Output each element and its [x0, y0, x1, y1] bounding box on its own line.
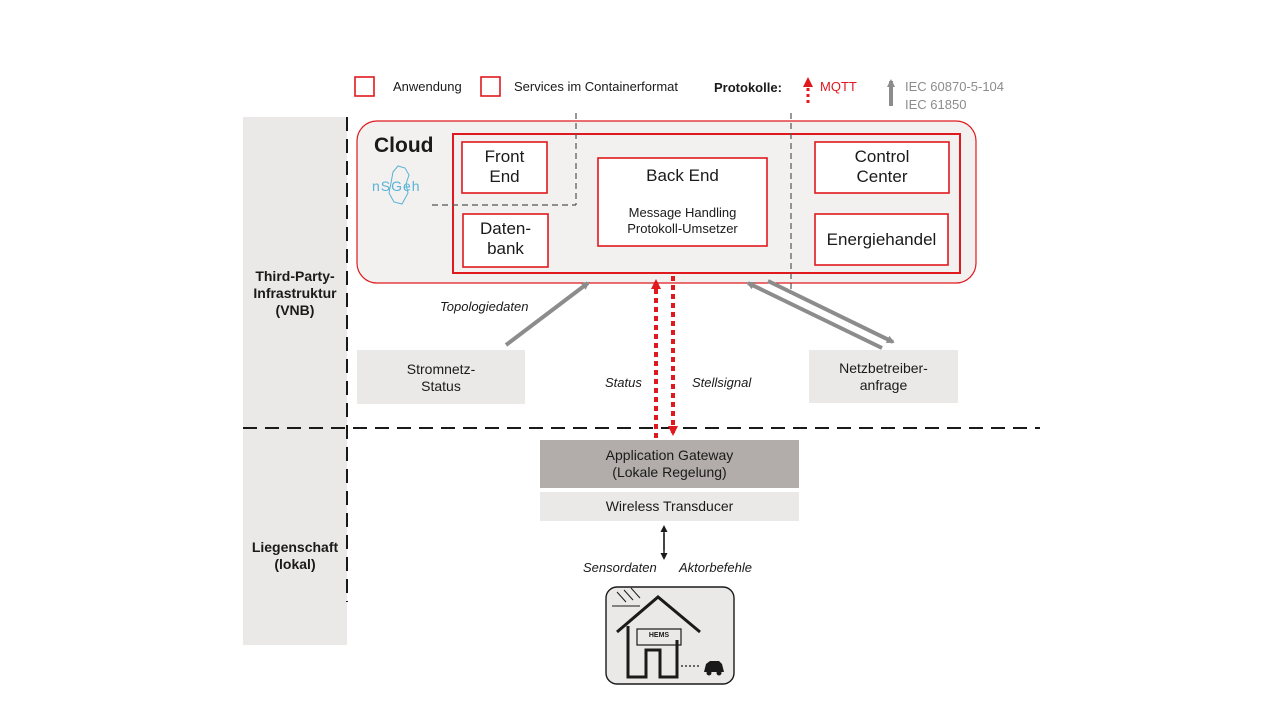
front-end-label: Front End — [484, 147, 525, 187]
back-end-box — [597, 157, 768, 247]
topology-arrow — [504, 281, 590, 347]
energy-trading-label: Energiehandel — [826, 230, 937, 249]
transducer-box — [540, 492, 799, 521]
control-center-box — [814, 141, 950, 194]
front-end-box — [461, 141, 548, 194]
gateway-box — [540, 440, 799, 488]
sidebar-third-party-label: Third-Party- Infrastruktur (VNB) — [253, 268, 337, 318]
operator-request-box — [809, 350, 958, 403]
operator-request-arrow-up — [746, 281, 883, 350]
topology-label: Topologiedaten — [440, 299, 529, 314]
house-icon — [605, 586, 735, 685]
services-container — [452, 133, 961, 274]
grid-status-box — [357, 350, 525, 404]
operator-request-label: Netzbetreiber- anfrage — [839, 360, 928, 393]
legend-iec-label-2: IEC 61850 — [905, 97, 967, 112]
energy-trading-box — [814, 213, 949, 266]
gateway-label: Application Gateway (Lokale Regelung) — [605, 447, 734, 480]
legend-protocols-title: Protokolle: — [714, 80, 782, 95]
grid-status-label: Stromnetz- Status — [406, 361, 476, 394]
cloud-title: Cloud — [374, 134, 434, 157]
nsgeh-logo: nSGeh — [372, 178, 421, 194]
sidebar-band — [243, 117, 347, 645]
database-label: Daten- bank — [479, 219, 532, 259]
nsgeh-logo-graphic — [388, 165, 410, 205]
sidebar-property-label: Liegenschaft (lokal) — [251, 539, 339, 572]
legend-mqtt-label: MQTT — [820, 79, 857, 94]
transducer-label: Wireless Transducer — [605, 498, 734, 514]
control-signal-label: Stellsignal — [692, 375, 752, 390]
control-center-label: Control Center — [854, 147, 910, 187]
legend-services-label: Services im Containerformat — [514, 79, 678, 94]
legend-iec-label-1: IEC 60870-5-104 — [905, 79, 1005, 94]
actuator-commands-label: Aktorbefehle — [679, 560, 752, 575]
hems-label: HEMS — [648, 632, 670, 639]
sensor-data-label: Sensordaten — [583, 560, 657, 575]
legend-application-label: Anwendung — [393, 79, 462, 94]
legend-services-swatch — [480, 76, 501, 97]
legend-application-swatch — [354, 76, 375, 97]
database-box — [462, 213, 549, 268]
operator-request-arrow-down — [767, 279, 895, 344]
back-end-label: Back End — [646, 166, 719, 185]
back-end-sublabel: Message Handling Protokoll-Umsetzer — [627, 205, 738, 236]
status-label: Status — [605, 375, 642, 390]
